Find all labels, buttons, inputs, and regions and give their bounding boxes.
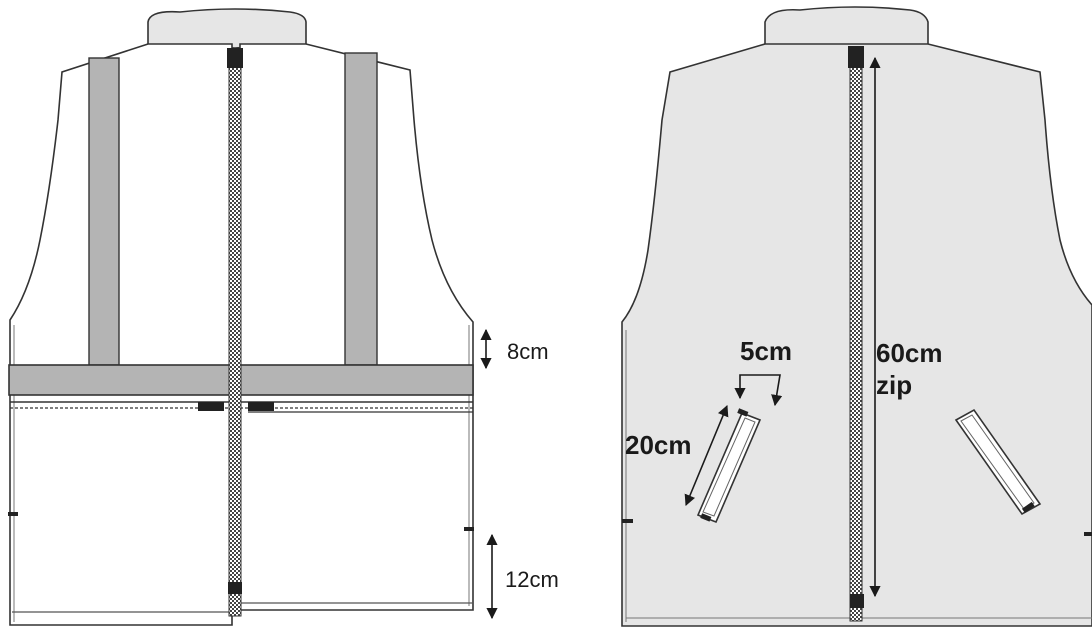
pocket-length-dimension: 20cm <box>625 404 729 507</box>
front-right-shoulder-stripe <box>344 52 378 366</box>
front-left-shoulder-stripe <box>88 57 120 366</box>
back-vest <box>621 6 1092 627</box>
front-vest <box>8 8 474 626</box>
zip-length-label: 60cm <box>876 338 943 368</box>
front-zipper <box>228 55 242 617</box>
front-collar <box>147 8 307 49</box>
front-left-pocket-tab <box>198 402 224 411</box>
stripe-height-label: 8cm <box>507 339 549 364</box>
pocket-length-label: 20cm <box>625 430 692 460</box>
zip-length-dimension: 60cm zip <box>869 56 943 598</box>
back-zipper <box>849 55 863 622</box>
side-vent-label: 12cm <box>505 567 559 592</box>
stripe-height-dimension: 8cm <box>480 328 549 370</box>
front-left-panel <box>9 43 233 626</box>
pocket-width-label: 5cm <box>740 336 792 366</box>
back-right-pocket <box>954 408 1042 516</box>
zip-word-label: zip <box>876 370 912 400</box>
side-vent-dimension: 12cm <box>486 533 559 620</box>
front-right-pocket-tab <box>248 402 274 411</box>
pocket-width-dimension: 5cm <box>734 336 792 407</box>
back-collar <box>764 6 929 49</box>
